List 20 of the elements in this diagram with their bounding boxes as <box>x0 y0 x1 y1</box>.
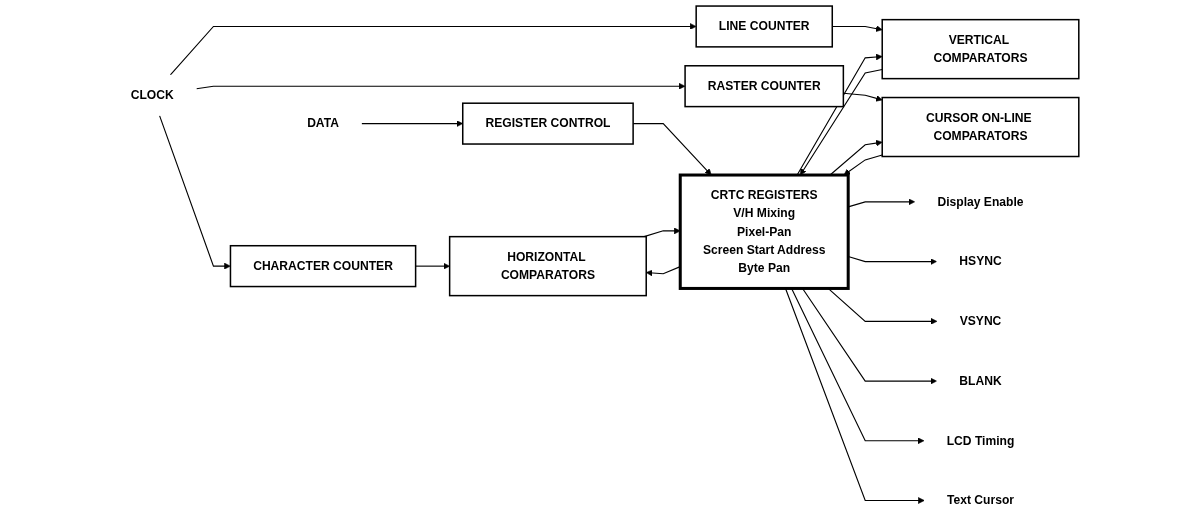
node-box: LINE COUNTER <box>695 5 833 48</box>
node-box: VERTICAL COMPARATORS <box>881 18 1080 80</box>
arrow <box>195 82 685 90</box>
node-text: CLOCK <box>130 88 174 102</box>
node-text: VSYNC <box>959 314 1001 328</box>
node-text: DATA <box>306 116 339 130</box>
node-box: CHARACTER COUNTER <box>229 244 416 288</box>
node-text: LCD Timing <box>946 433 1014 447</box>
node-text: Display Enable <box>937 195 1024 208</box>
node-box: HORIZONTAL COMPARATORS <box>448 235 647 297</box>
node-box: CRTC REGISTERS V/H Mixing Pixel-Pan Screen Start Address Byte Pan <box>678 173 850 290</box>
arrow <box>158 115 231 270</box>
node-text: BLANK <box>958 374 1002 388</box>
node-box: REGISTER CONTROL <box>461 102 634 145</box>
arrow <box>360 120 463 127</box>
node-text: HSYNC <box>958 254 1002 268</box>
node-text: Text Cursor <box>946 493 1014 507</box>
node-box: RASTER COUNTER <box>683 65 844 108</box>
node-box: CURSOR ON-LINE COMPARATORS <box>881 96 1080 158</box>
arrow <box>632 123 712 176</box>
